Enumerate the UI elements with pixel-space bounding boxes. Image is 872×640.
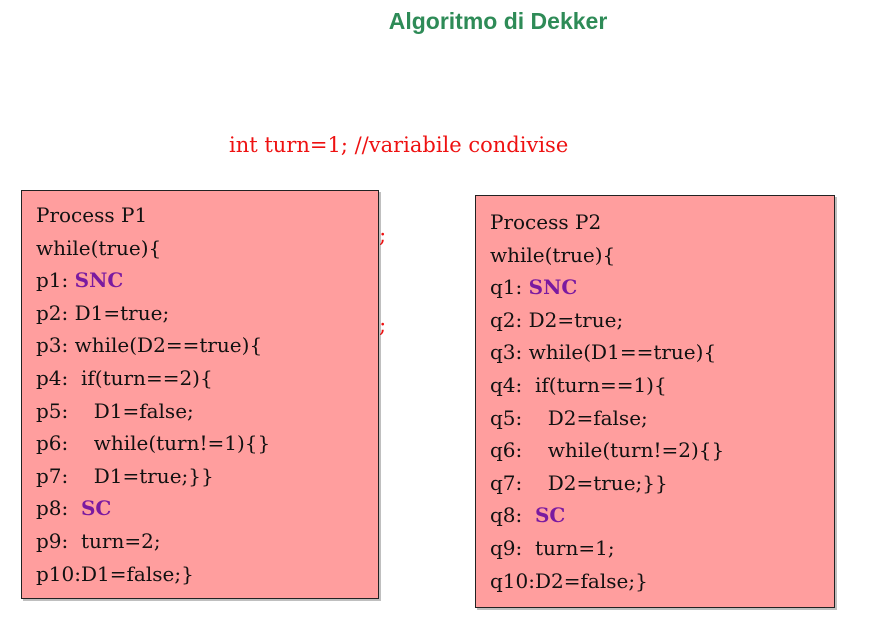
p1-line-10: p10:D1=false;} — [36, 561, 194, 586]
p2-line-2: q2: D2=true; — [490, 307, 624, 332]
p2-line-3: q3: while(D1==true){ — [490, 340, 717, 365]
p1-line-7: p7: D1=true;}} — [36, 463, 214, 488]
p2-line-4: q4: if(turn==1){ — [490, 372, 667, 397]
p2-line-7: q7: D2=true;}} — [490, 470, 668, 495]
p1-line-2: p2: D1=true; — [36, 300, 170, 325]
page-title: Algoritmo di Dekker — [388, 8, 608, 34]
p1-line-1: p1: SNC — [36, 264, 378, 297]
p1-line-9: p9: turn=2; — [36, 528, 161, 553]
p1-sc-keyword: SC — [80, 496, 112, 521]
p2-line-5: q5: D2=false; — [490, 405, 648, 430]
p1-snc-keyword: SNC — [74, 268, 124, 293]
p1-line-3: p3: while(D2==true){ — [36, 333, 263, 358]
p2-line-9: q9: turn=1; — [490, 535, 615, 560]
p2-loop-start: while(true){ — [490, 242, 616, 267]
p2-line-1: q1: SNC — [490, 271, 834, 304]
p2-snc-keyword: SNC — [528, 275, 578, 300]
process-p1-box: Process P1 while(true){ p1: SNC p2: D1=t… — [21, 190, 379, 599]
p2-line-6: q6: while(turn!=2){} — [490, 438, 725, 463]
p2-line-8-label: q8: — [490, 503, 535, 528]
p2-line-10: q10:D2=false;} — [490, 568, 648, 593]
p1-line-8: p8: SC — [36, 492, 378, 525]
p1-line-1-label: p1: — [36, 268, 75, 293]
p2-line-8: q8: SC — [490, 499, 834, 532]
p1-loop-start: while(true){ — [36, 235, 162, 260]
process-p2-box: Process P2 while(true){ q1: SNC q2: D2=t… — [475, 195, 835, 608]
p2-line-1-label: q1: — [490, 275, 529, 300]
p1-line-6: p6: while(turn!=1){} — [36, 431, 271, 456]
p2-sc-keyword: SC — [534, 503, 566, 528]
p1-line-5: p5: D1=false; — [36, 398, 194, 423]
declaration-turn: int turn=1; //variabile condivise — [229, 133, 569, 157]
p1-line-8-label: p8: — [36, 496, 81, 521]
process-p1-header: Process P1 — [36, 203, 148, 227]
process-p2-header: Process P2 — [490, 210, 602, 234]
p1-line-4: p4: if(turn==2){ — [36, 365, 213, 390]
